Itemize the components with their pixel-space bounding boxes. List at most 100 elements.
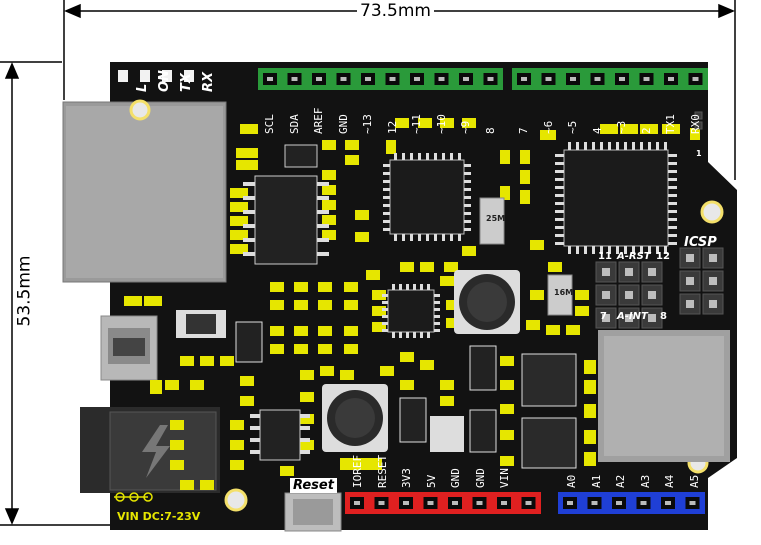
smd-part <box>294 300 308 310</box>
smd-part <box>340 458 362 470</box>
ic-pin <box>464 172 471 175</box>
crystal-25m <box>479 197 505 245</box>
ic-pin <box>402 234 405 241</box>
smd-part <box>380 366 394 376</box>
ic-pin <box>250 438 260 442</box>
ic-pin <box>317 182 329 186</box>
jumper-block-pin-core <box>625 291 633 299</box>
ic-pin <box>555 186 564 189</box>
digital-pin-label: 7 <box>517 127 530 134</box>
smd-part <box>690 128 700 140</box>
jumper-8-label: 8 <box>660 311 667 322</box>
ic-pin <box>410 234 413 241</box>
ic-pin <box>616 246 619 254</box>
ic-pin <box>600 246 603 254</box>
smd-part <box>318 326 332 336</box>
smd-part <box>355 232 369 242</box>
smd-part <box>190 380 204 390</box>
ic-pin <box>656 142 659 150</box>
power-header <box>345 492 541 514</box>
ic-pin <box>383 188 390 191</box>
ic-pin <box>648 246 651 254</box>
ic-pin <box>555 170 564 173</box>
ic-pin <box>668 162 677 165</box>
smd-part <box>322 215 336 225</box>
ic-pin <box>317 224 329 228</box>
icsp-and-jumper-pins <box>595 111 724 329</box>
smd-part <box>240 396 254 406</box>
smd-part <box>355 210 369 220</box>
ic-pin <box>668 202 677 205</box>
ic-pin <box>399 332 402 338</box>
ic-pin <box>632 246 635 254</box>
smd-part <box>395 118 409 128</box>
ic-pin <box>668 154 677 157</box>
ic-pin <box>434 294 440 297</box>
ethernet-jack <box>62 101 227 283</box>
smd-part <box>230 230 248 240</box>
digital-pin-label: ~10 <box>434 114 448 134</box>
ic-pin <box>664 246 667 254</box>
ic-pin <box>383 212 390 215</box>
smd-part <box>230 202 248 212</box>
ic-pin <box>664 142 667 150</box>
jumper-block-pin-core <box>602 291 610 299</box>
ic-pin <box>576 246 579 254</box>
digital-header-left-pin-core <box>389 77 396 81</box>
ic-pin <box>317 196 329 200</box>
ic-pin <box>383 196 390 199</box>
smd-part <box>230 460 244 470</box>
smd-part <box>566 325 580 335</box>
ic-pin <box>608 142 611 150</box>
digital-header-left-pin-core <box>438 77 445 81</box>
smd-part <box>236 148 258 158</box>
ic-pin <box>616 142 619 150</box>
smd-part <box>300 370 314 380</box>
ic-pin <box>434 329 440 332</box>
ic-pin <box>317 252 329 256</box>
ic-pin <box>555 242 564 245</box>
ic-pin <box>394 234 397 241</box>
dc-polarity-center-icon <box>129 492 139 502</box>
smd-part <box>575 290 589 300</box>
reset-label: Reset <box>290 478 337 493</box>
sd-card-slot <box>598 330 730 462</box>
smd-part <box>372 322 386 332</box>
smd-part <box>462 118 476 128</box>
digital-pin-label: 8 <box>483 127 497 134</box>
smd-part <box>300 440 314 450</box>
ic-pin <box>576 142 579 150</box>
ic-pin <box>434 315 440 318</box>
analog-header-pin-core <box>616 501 622 505</box>
smd-part <box>444 262 458 272</box>
ic-pin <box>382 329 388 332</box>
smd-part <box>372 306 386 316</box>
smd-part <box>270 282 284 292</box>
ic-pin <box>243 182 255 186</box>
ic-pin <box>243 196 255 200</box>
jumper-block-pin-core <box>602 314 610 322</box>
ic-pin <box>406 284 409 290</box>
power-pin-label: 5V <box>424 474 438 488</box>
smd-part <box>270 300 284 310</box>
smd-part <box>300 414 314 424</box>
smd-part <box>366 270 380 280</box>
ic-pin <box>383 228 390 231</box>
jumper-block-pin-core <box>625 268 633 276</box>
analog-pin-label: A1 <box>589 474 603 488</box>
status-led <box>162 70 172 82</box>
ic-pin <box>413 284 416 290</box>
analog-pin-label: A3 <box>638 474 652 488</box>
smd-part <box>446 318 460 328</box>
jumper-12-label: 12 <box>656 251 670 262</box>
digital-header-left <box>258 68 503 90</box>
digital-header-right-pin-core <box>643 77 650 81</box>
ic-pin <box>555 194 564 197</box>
digital-header-left-pin-core <box>365 77 371 81</box>
smd-part <box>170 440 184 450</box>
digital-pin-label: ~5 <box>566 120 579 134</box>
ic-pin <box>434 153 437 160</box>
smd-part <box>345 140 359 150</box>
ic-pin <box>464 228 471 231</box>
ic-pin <box>410 153 413 160</box>
